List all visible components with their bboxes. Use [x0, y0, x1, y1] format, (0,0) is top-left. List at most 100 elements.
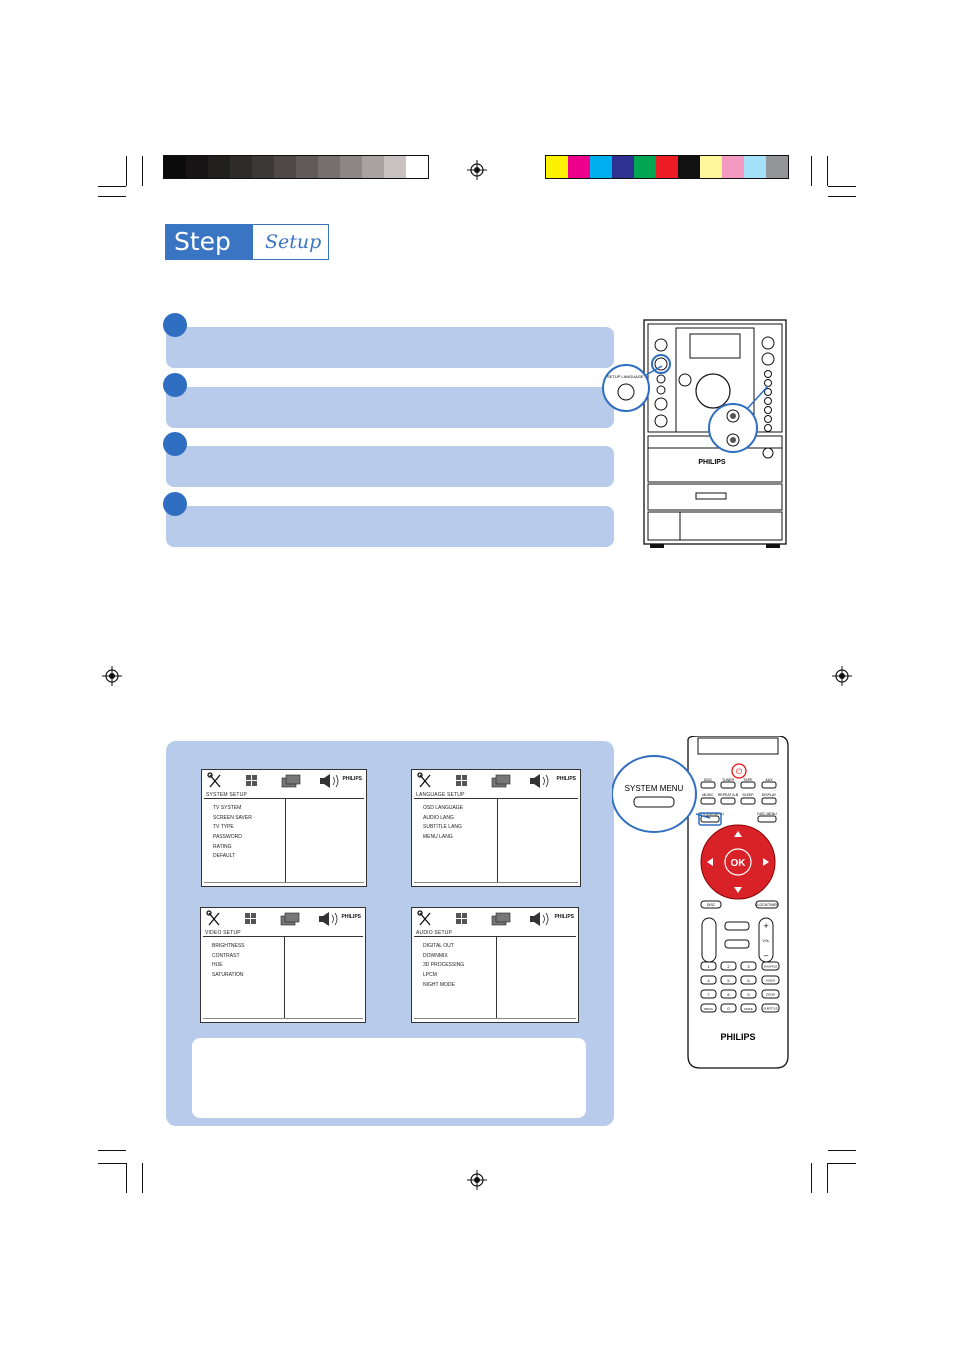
keypad-digit: 8	[727, 992, 730, 997]
color-swatch	[590, 156, 612, 178]
osd-menu-item[interactable]: MENU LANG	[423, 834, 453, 841]
keypad-button[interactable]	[700, 989, 717, 999]
osd-menu-item[interactable]: AUDIO LANG	[423, 814, 454, 821]
keypad-button[interactable]	[720, 975, 737, 985]
color-swatch	[700, 156, 722, 178]
remote-control-illustration: ⏻ DISC TUNER TAPE AUX MUSIC REPEAT A-B S…	[612, 736, 789, 1069]
osd-menu-item[interactable]: SCREEN SAVER	[213, 814, 252, 821]
osd-menu-item[interactable]: TV SYSTEM	[213, 805, 242, 811]
osd-screen-video-setup: PHILIPS VIDEO SETUP BRIGHTNESS CONTRAST HU…	[200, 907, 366, 1023]
osd-menu-item[interactable]: DEFAULT	[213, 853, 236, 860]
svg-text:+: +	[763, 922, 769, 930]
color-swatch	[678, 156, 700, 178]
gray-swatch	[186, 156, 208, 178]
osd-menu-item[interactable]: NIGHT MODE	[423, 981, 455, 988]
instruction-bar-3	[166, 446, 614, 487]
keypad-digit: 4	[707, 978, 710, 983]
osd-menu-item[interactable]: BRIGHTNESS	[212, 943, 245, 949]
osd-menu-list: DIGITAL OUT DOWNMIX 3D PROCESSING LPCM NIGHT…	[423, 942, 464, 990]
svg-text:⏻: ⏻	[736, 767, 743, 776]
osd-menu-item[interactable]: SUBTITLE LANG	[423, 824, 462, 831]
osd-menu-item[interactable]: DOWNMIX	[423, 952, 448, 959]
gray-swatch	[296, 156, 318, 178]
keypad-digit: 5	[727, 978, 730, 983]
color-swatch	[634, 156, 656, 178]
osd-title: LANGUAGE SETUP	[416, 792, 465, 798]
osd-brand: PHILIPS	[341, 914, 361, 920]
osd-menu-item[interactable]: OSD LANGUAGE	[423, 805, 464, 811]
osd-menu-item[interactable]: CONTRAST	[212, 952, 240, 959]
registration-mark-icon	[102, 666, 122, 686]
side-function-button[interactable]	[761, 961, 780, 971]
gray-swatch	[208, 156, 230, 178]
keypad-button[interactable]	[740, 989, 757, 999]
gray-swatch	[230, 156, 252, 178]
color-swatch	[612, 156, 634, 178]
step-subtitle: Setup	[253, 225, 328, 259]
keypad-button[interactable]	[740, 1003, 757, 1013]
registration-mark-icon	[467, 160, 487, 180]
osd-brand: PHILIPS	[554, 914, 574, 920]
remote-vol-label: VOL	[762, 939, 769, 943]
color-swatch	[656, 156, 678, 178]
svg-text:−: −	[763, 952, 769, 960]
remote-system-menu-label: SYSTEM MENU	[698, 812, 724, 816]
osd-menu-icons	[412, 770, 580, 792]
osd-menu-list: BRIGHTNESS CONTRAST HUE SATURATION	[212, 942, 245, 981]
registration-mark-icon	[832, 666, 852, 686]
osd-menu-item[interactable]: LPCM	[423, 972, 437, 979]
keypad-digit: 3	[747, 964, 750, 969]
gray-swatch	[340, 156, 362, 178]
osd-title: VIDEO SETUP	[205, 930, 241, 936]
process-color-bar	[545, 155, 789, 179]
color-swatch	[546, 156, 568, 178]
remote-disc-label: DISC	[707, 903, 716, 907]
remote-disc-menu-label: DISC MENU	[757, 812, 777, 816]
osd-menu-item[interactable]: RATING	[213, 843, 232, 850]
remote-ok-label: OK	[731, 858, 747, 869]
color-swatch	[722, 156, 744, 178]
osd-menu-item[interactable]: 3D PROCESSING	[423, 962, 465, 969]
remote-key-label: SLEEP	[742, 793, 754, 797]
instruction-bar-4	[166, 506, 614, 547]
osd-menu-item[interactable]: HUE	[212, 962, 223, 969]
keypad-button[interactable]	[720, 961, 737, 971]
keypad-digit: PROG	[704, 1007, 714, 1011]
side-function-button[interactable]	[761, 1003, 780, 1013]
osd-menu-item[interactable]: SATURATION	[212, 972, 244, 979]
instruction-bar-2	[166, 387, 614, 428]
gray-swatch	[384, 156, 406, 178]
osd-menu-list: OSD LANGUAGE AUDIO LANG SUBTITLE LANG MENU …	[423, 804, 463, 843]
keypad-button[interactable]	[700, 975, 717, 985]
osd-menu-item[interactable]: TV TYPE	[213, 824, 234, 831]
side-function-button[interactable]	[761, 989, 780, 999]
osd-menu-item[interactable]: DIGITAL OUT	[423, 943, 454, 949]
osd-menu-icons	[412, 908, 578, 930]
osd-brand: PHILIPS	[342, 776, 362, 782]
keypad-digit: 2	[727, 964, 730, 969]
gray-swatch	[274, 156, 296, 178]
osd-menu-icons	[201, 908, 365, 930]
gray-swatch	[406, 156, 428, 178]
keypad-button[interactable]	[740, 975, 757, 985]
keypad-button[interactable]	[720, 1003, 737, 1013]
step-bullet-icon	[163, 432, 187, 456]
keypad-button[interactable]	[700, 1003, 717, 1013]
stereo-callout-label: SETUP LANGUAGE	[607, 374, 644, 379]
keypad-button[interactable]	[700, 961, 717, 971]
side-function-label: SHUFFLE	[764, 965, 778, 969]
keypad-digit: 9	[747, 992, 750, 997]
side-function-button[interactable]	[761, 975, 780, 985]
osd-menu-item[interactable]: PASSWORD	[213, 834, 242, 841]
gray-swatch	[318, 156, 340, 178]
osd-title: SYSTEM SETUP	[206, 792, 248, 798]
keypad-button[interactable]	[720, 989, 737, 999]
stereo-brand: PHILIPS	[698, 459, 726, 466]
remote-source-label: TAPE	[744, 778, 754, 782]
keypad-button[interactable]	[740, 961, 757, 971]
remote-key-label: DISPLAY	[762, 793, 777, 797]
stereo-system-illustration: PHILIPS SETUP LANGUAGE	[602, 319, 787, 548]
instruction-bar-1	[166, 327, 614, 368]
